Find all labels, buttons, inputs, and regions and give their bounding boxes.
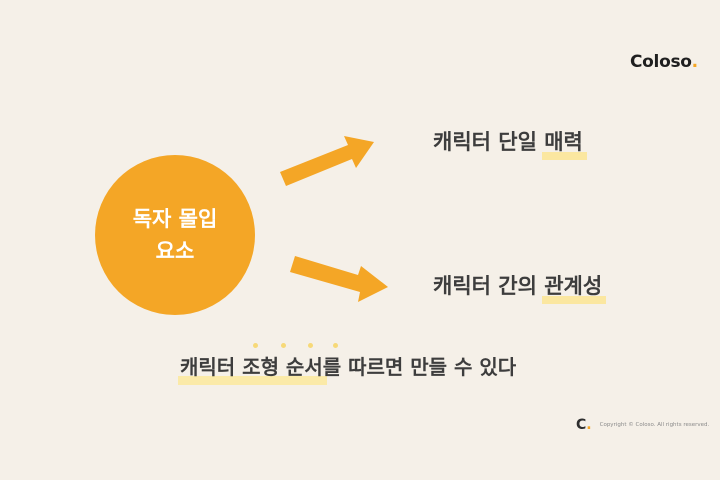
emphasis-dot xyxy=(281,343,286,348)
footer-logo: C. xyxy=(576,417,592,433)
item-2-highlight: 관계성 xyxy=(542,270,607,304)
logo-dot: . xyxy=(691,52,698,72)
coloso-logo: Coloso. xyxy=(630,52,698,72)
item-character-relations: 캐릭터 간의 관계성 xyxy=(433,270,607,304)
footer: C. Copyright © Coloso. All rights reserv… xyxy=(576,417,709,433)
center-circle-text: 독자 몰입 요소 xyxy=(133,203,218,267)
logo-text: Coloso xyxy=(630,52,692,72)
emphasis-dot xyxy=(253,343,258,348)
arrow-right-icon-upper xyxy=(280,136,374,186)
copyright-text: Copyright © Coloso. All rights reserved. xyxy=(599,422,710,428)
arrow-right-icon-lower xyxy=(290,256,388,302)
item-2-plain: 캐릭터 간의 xyxy=(433,274,545,298)
caption-highlight: 캐릭터 조형 순서 xyxy=(178,351,327,385)
caption-rest: 를 따르면 만들 수 있다 xyxy=(322,355,517,379)
footer-logo-letter: C xyxy=(576,417,587,433)
item-character-charm: 캐릭터 단일 매력 xyxy=(433,126,587,160)
center-circle: 독자 몰입 요소 xyxy=(95,155,255,315)
center-line-2: 요소 xyxy=(155,239,195,263)
emphasis-dot xyxy=(333,343,338,348)
emphasis-dot xyxy=(308,343,313,348)
item-1-highlight: 매력 xyxy=(542,126,587,160)
center-line-1: 독자 몰입 xyxy=(132,207,218,231)
item-1-plain: 캐릭터 단일 xyxy=(433,130,545,154)
footer-logo-dot: . xyxy=(586,417,592,433)
caption: 캐릭터 조형 순서를 따르면 만들 수 있다 xyxy=(178,351,517,385)
